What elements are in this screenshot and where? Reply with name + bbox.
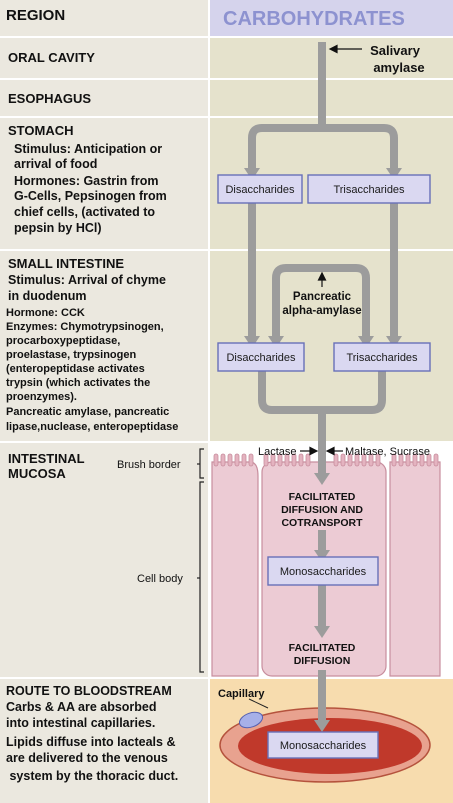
facilitated-diffusion: FACILITATED bbox=[289, 642, 356, 654]
box-label: Disaccharides bbox=[225, 184, 295, 196]
route-title: ROUTE TO BLOODSTREAM bbox=[6, 684, 172, 698]
intestinal-mucosa-title: MUCOSA bbox=[8, 466, 66, 481]
annotation-arrows bbox=[300, 44, 362, 456]
lactase-label: Lactase bbox=[258, 446, 297, 458]
stomach-line: arrival of food bbox=[14, 157, 97, 171]
right-panel bbox=[210, 0, 453, 803]
intestinal-mucosa-title: INTESTINAL bbox=[8, 451, 85, 466]
blood-monosaccharides-box: Monosaccharides bbox=[267, 731, 379, 759]
brush-border-label: Brush border bbox=[117, 459, 181, 471]
route-line: into intestinal capillaries. bbox=[6, 716, 155, 730]
small-intestine-title: SMALL INTESTINE bbox=[8, 256, 124, 271]
si-line: proenzymes). bbox=[6, 391, 77, 403]
box-label: Disaccharides bbox=[226, 352, 296, 364]
si-line: procarboxypeptidase, bbox=[6, 335, 120, 347]
stomach-title: STOMACH bbox=[8, 123, 73, 138]
route-details: Carbs & AA are absorbed into intestinal … bbox=[6, 700, 178, 783]
si-line: Enzymes: Chymotrypsinogen, bbox=[6, 321, 164, 333]
si-line: Pancreatic amylase, pancreatic bbox=[6, 406, 169, 418]
si-line: trypsin (which activates the bbox=[6, 377, 150, 389]
stomach-line: chief cells, (activated to bbox=[14, 205, 155, 219]
route-line: Carbs & AA are absorbed bbox=[6, 700, 157, 714]
cell-body-label: Cell body bbox=[137, 573, 183, 585]
si-stimulus-line: in duodenum bbox=[8, 289, 86, 303]
stomach-line: Stimulus: Anticipation or bbox=[14, 142, 162, 156]
stomach-line: Hormones: Gastrin from bbox=[14, 174, 158, 188]
stomach-line: G-Cells, Pepsinogen from bbox=[14, 189, 167, 203]
si-disaccharides-box: Disaccharides bbox=[217, 342, 305, 372]
box-label: Trisaccharides bbox=[333, 184, 405, 196]
box-label: Trisaccharides bbox=[346, 352, 418, 364]
si-line: proelastase, trypsinogen bbox=[6, 349, 136, 361]
facilitated-diffusion-cotransport: COTRANSPORT bbox=[281, 517, 363, 529]
left-panel bbox=[0, 0, 208, 803]
brush-border-villi bbox=[213, 453, 439, 467]
oral-cavity-title: ORAL CAVITY bbox=[8, 50, 95, 65]
mucosa-monosaccharides-box: Monosaccharides bbox=[267, 556, 379, 586]
salivary-amylase-label: amylase bbox=[373, 60, 424, 75]
salivary-amylase-label: Salivary bbox=[370, 43, 421, 58]
pancreatic-amylase-label: alpha-amylase bbox=[282, 305, 361, 317]
esophagus-title: ESOPHAGUS bbox=[8, 91, 91, 106]
maltase-sucrase-label: Maltase, Sucrase bbox=[345, 446, 430, 458]
box-label: Monosaccharides bbox=[280, 740, 367, 752]
stomach-details: Stimulus: Anticipation or arrival of foo… bbox=[14, 142, 167, 235]
route-line: are delivered to the venous bbox=[6, 751, 168, 765]
route-line: Lipids diffuse into lacteals & bbox=[6, 735, 175, 749]
si-line: (enteropeptidase activates bbox=[6, 363, 145, 375]
stomach-line: pepsin by HCl) bbox=[14, 221, 102, 235]
si-stimulus-line: Stimulus: Arrival of chyme bbox=[8, 273, 166, 287]
region-title: REGION bbox=[6, 7, 65, 24]
si-trisaccharides-box: Trisaccharides bbox=[333, 342, 431, 372]
small-intestine-details: Stimulus: Arrival of chyme in duodenum H… bbox=[6, 273, 178, 433]
capillary-label: Capillary bbox=[218, 688, 265, 700]
carbohydrates-title: CARBOHYDRATES bbox=[223, 8, 405, 30]
si-line: Hormone: CCK bbox=[6, 307, 85, 319]
pancreatic-amylase-label: Pancreatic bbox=[293, 291, 352, 303]
mucosa-braces bbox=[197, 448, 204, 673]
flow-arrows bbox=[248, 42, 398, 722]
facilitated-diffusion-cotransport: DIFFUSION AND bbox=[281, 504, 363, 516]
stomach-trisaccharides-box: Trisaccharides bbox=[307, 174, 431, 204]
stomach-disaccharides-box: Disaccharides bbox=[217, 174, 303, 204]
si-line: lipase,nuclease, enteropeptidase bbox=[6, 421, 178, 433]
facilitated-diffusion-cotransport: FACILITATED bbox=[289, 491, 356, 503]
capillary-pointer bbox=[248, 698, 269, 709]
facilitated-diffusion: DIFFUSION bbox=[294, 655, 351, 667]
route-line: system by the thoracic duct. bbox=[6, 769, 178, 783]
box-label: Monosaccharides bbox=[280, 566, 367, 578]
arrow-heads bbox=[244, 168, 402, 732]
